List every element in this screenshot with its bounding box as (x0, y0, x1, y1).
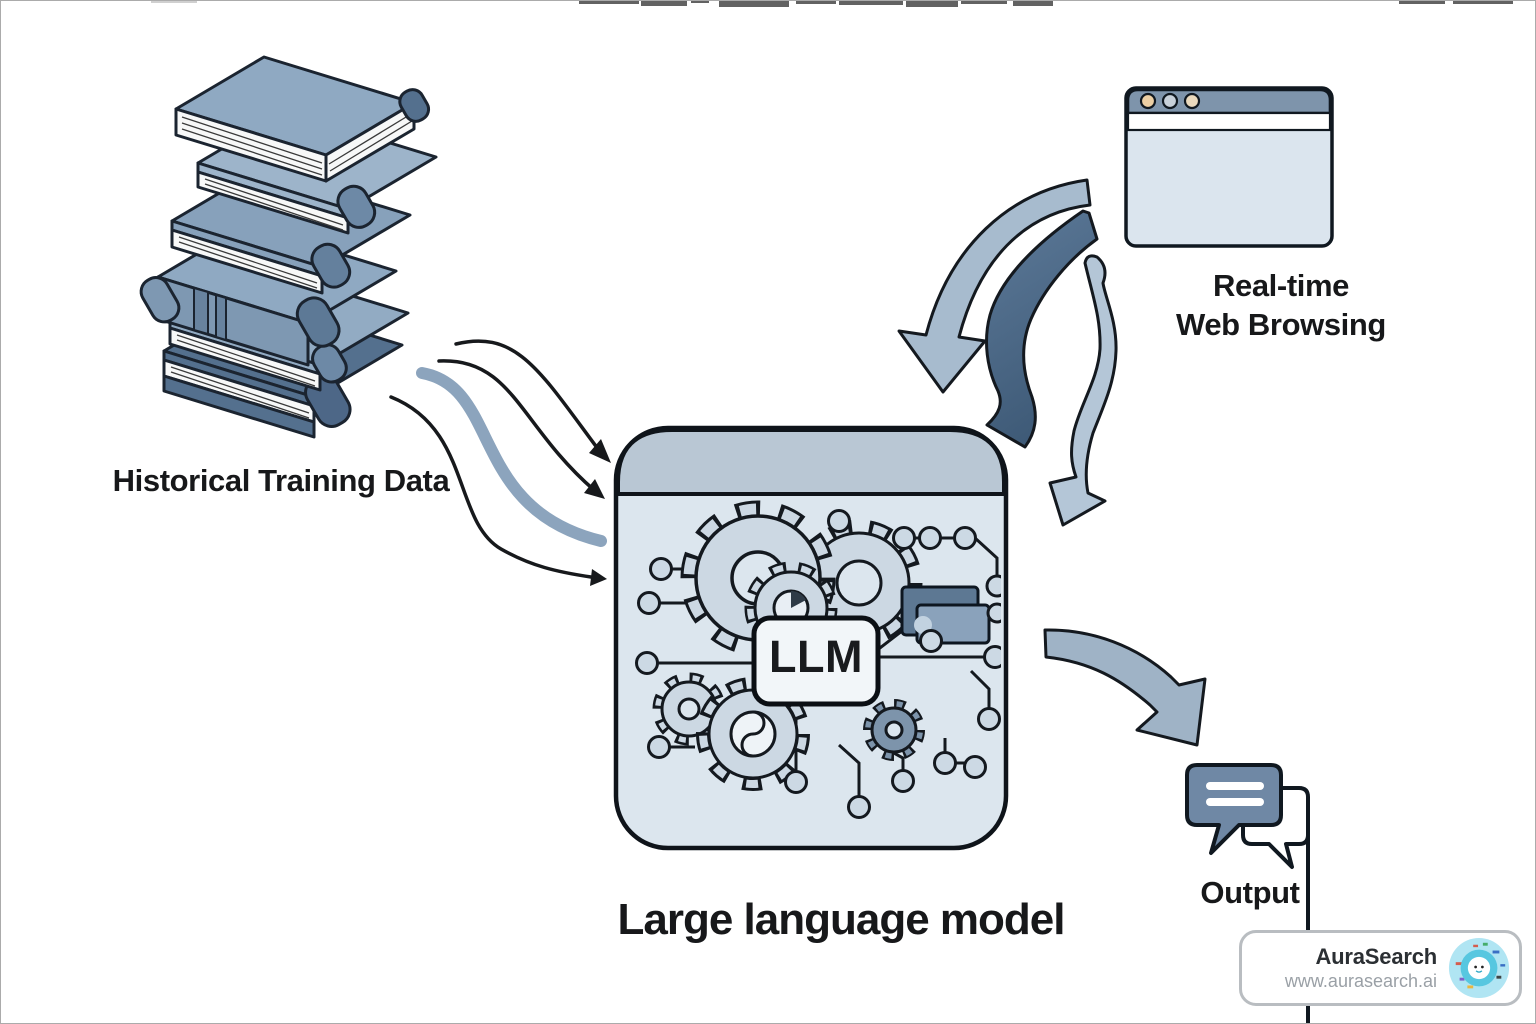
llm-box (613, 425, 1009, 851)
web-browsing-label: Real-time Web Browsing (1141, 267, 1421, 345)
arrow-web-to-llm (897, 178, 1092, 394)
browser-dot-icon (1139, 92, 1157, 110)
llm-caption: Large language model (617, 895, 1066, 944)
book-stack-icon (139, 55, 438, 439)
arrow-web-to-llm-right (1048, 254, 1118, 527)
llm-badge-label: LLM (769, 631, 863, 682)
aurasearch-url: www.aurasearch.ai (1284, 971, 1437, 991)
arrow-training-to-llm (389, 339, 603, 579)
training-data-label: Historical Training Data (112, 463, 450, 498)
aurasearch-logo (1448, 937, 1510, 999)
gears-circuit-icon (635, 500, 1001, 819)
browser-window-icon (1124, 86, 1334, 248)
aurasearch-brand: AuraSearch (1315, 944, 1437, 969)
web-browsing-label-line1: Real-time (1213, 268, 1349, 303)
cropped-top-text-remnant (151, 1, 1513, 7)
web-browsing-label-line2: Web Browsing (1176, 306, 1386, 342)
arrowheads-training (584, 439, 611, 586)
browser-dot-icon (1183, 92, 1201, 110)
gear-icon (696, 677, 810, 791)
curve-blue-training (416, 367, 607, 547)
gear-icon (863, 699, 925, 761)
chip-icon (900, 585, 991, 653)
arrow-llm-to-output (1043, 628, 1207, 747)
aurasearch-watermark: AuraSearch www.aurasearch.ai (1239, 930, 1522, 1006)
llm-badge (751, 615, 881, 707)
output-label: Output (1200, 875, 1300, 910)
browser-dot-icon (1161, 92, 1179, 110)
ribbon-dark-llm-web (985, 209, 1099, 449)
